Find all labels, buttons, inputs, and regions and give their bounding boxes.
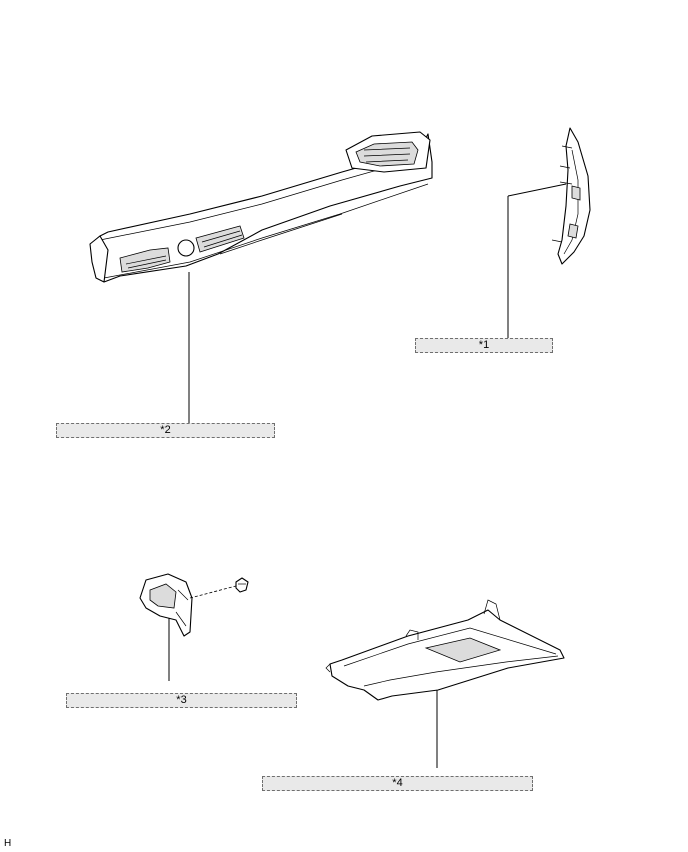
callout-3: *3 xyxy=(66,693,297,708)
side-panel-part xyxy=(551,127,591,265)
lower-panel-part xyxy=(325,599,565,701)
leader-line-1b xyxy=(507,183,567,197)
callout-4: *4 xyxy=(262,776,533,791)
instrument-panel-part xyxy=(89,131,433,283)
callout-1: *1 xyxy=(415,338,553,353)
callout-2: *2 xyxy=(56,423,275,438)
bracket-part xyxy=(139,573,193,637)
clip-part xyxy=(235,577,249,593)
clip-dashed-line xyxy=(189,585,237,599)
figure-code: H xyxy=(4,838,12,849)
